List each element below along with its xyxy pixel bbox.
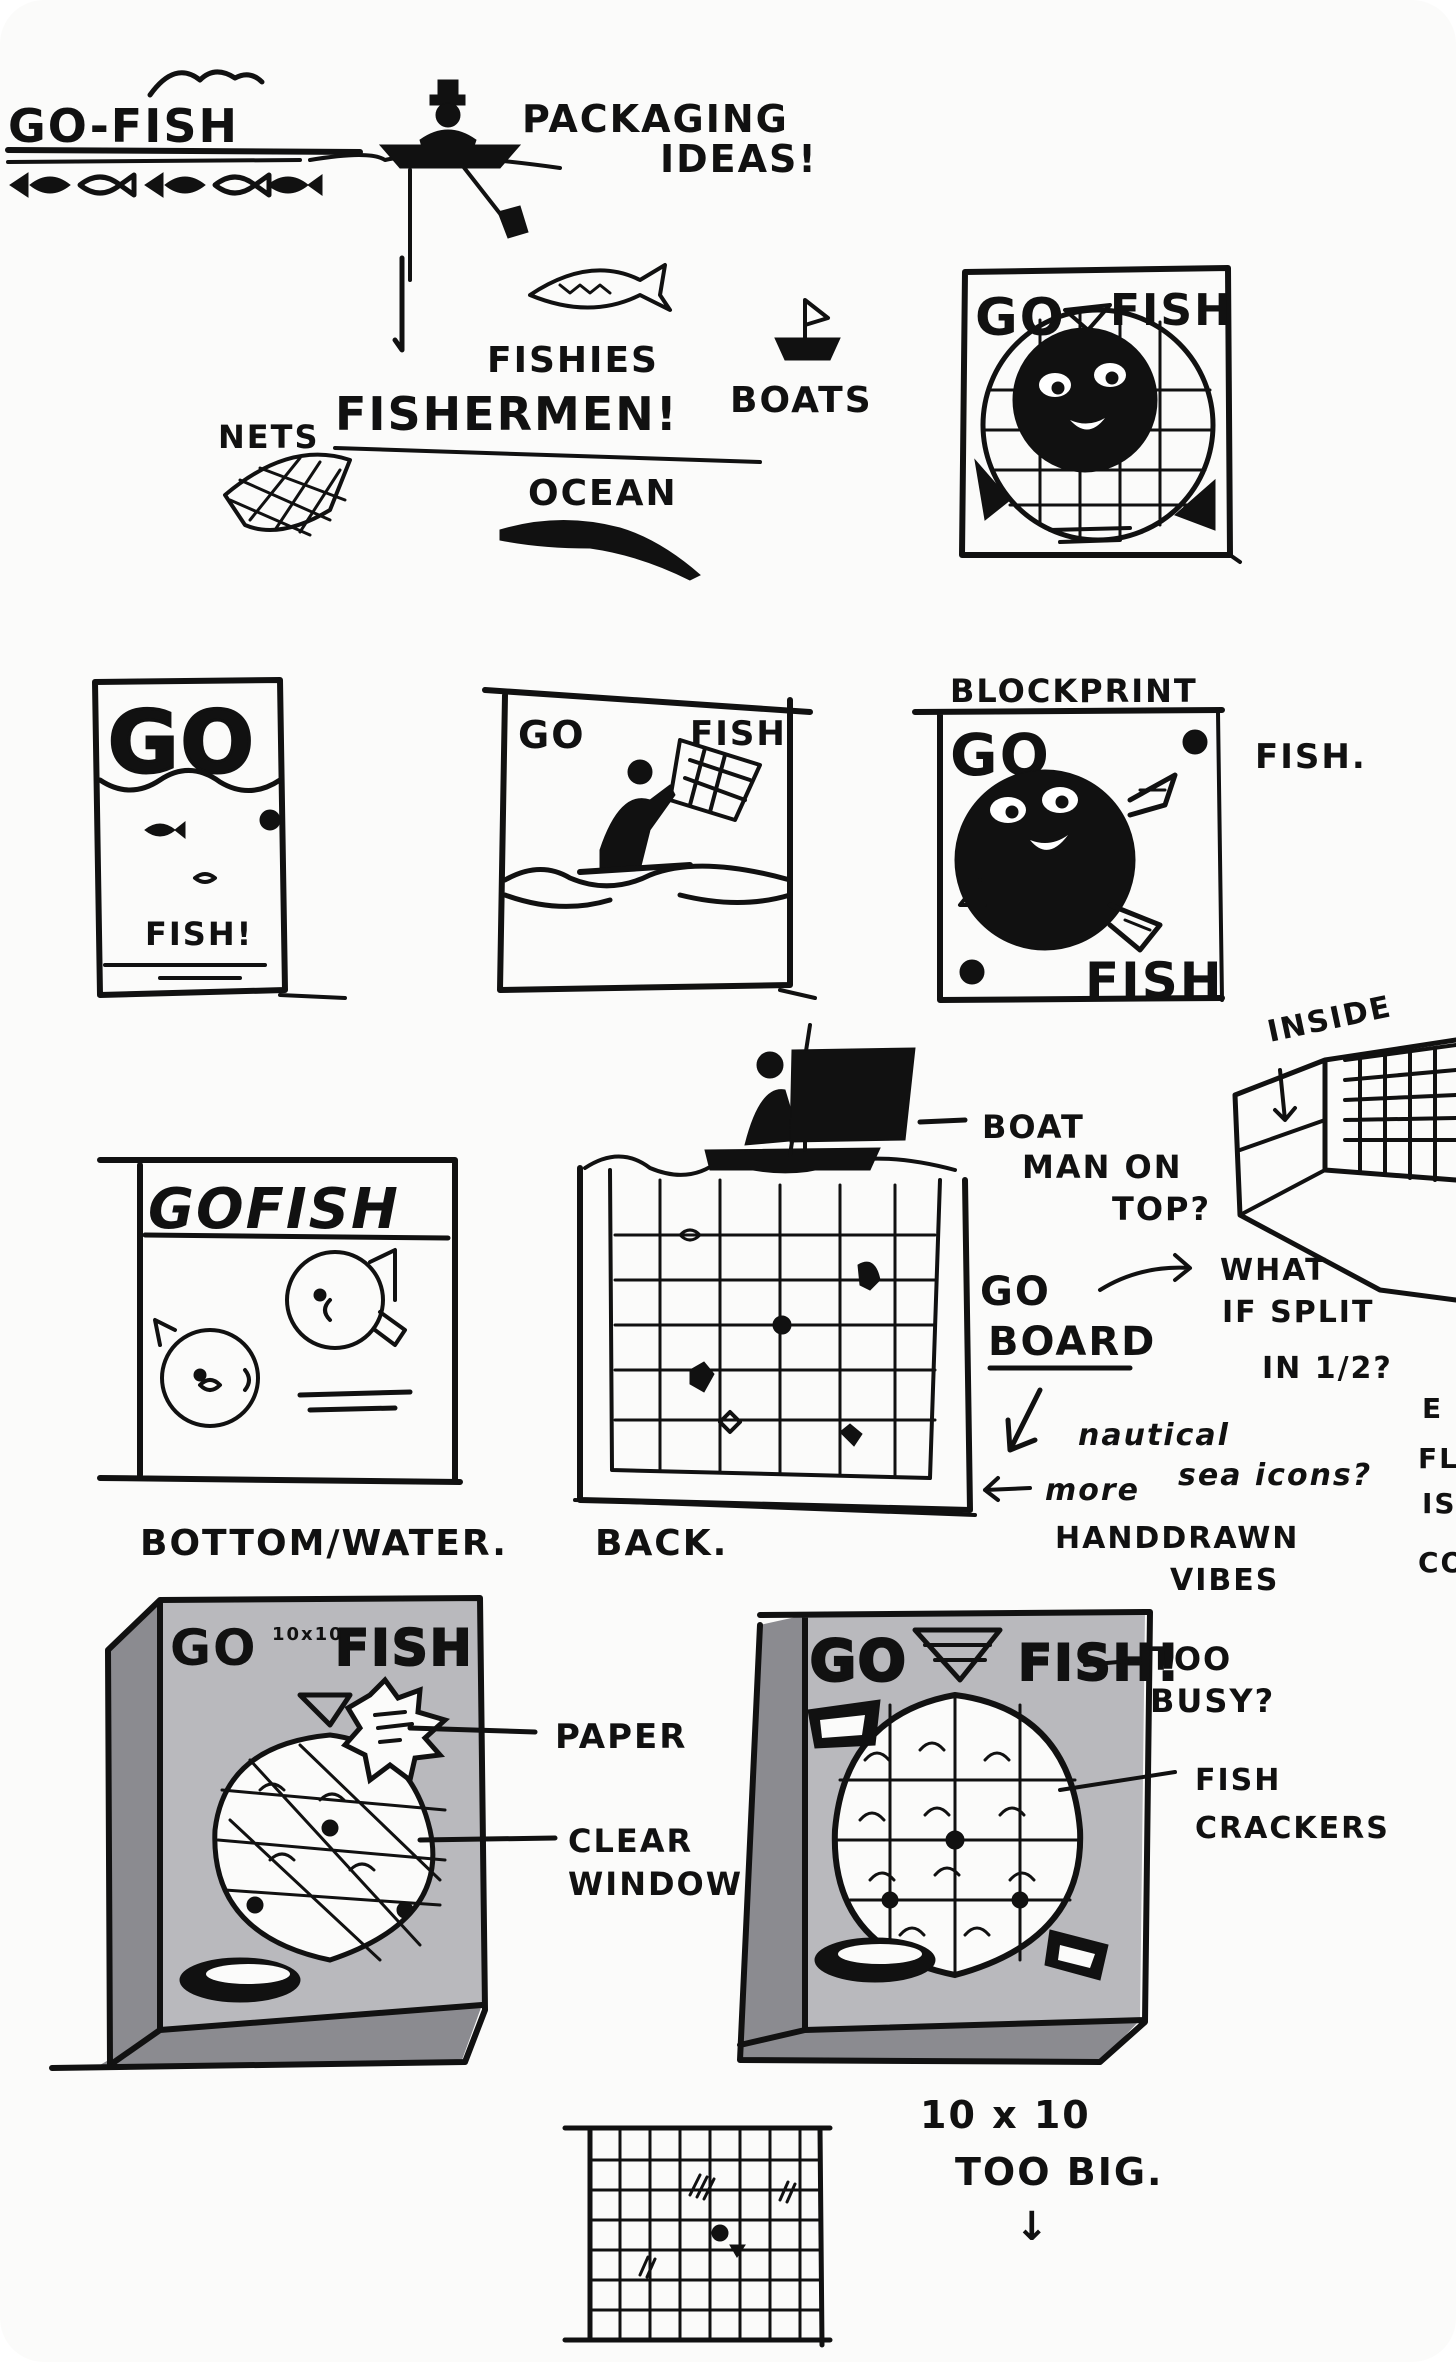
- sketch-box-pufferfish-net: GO FISH: [959, 265, 1242, 564]
- too-busy-line1: TOO: [1150, 1640, 1232, 1678]
- split-line1: WHAT: [1220, 1253, 1328, 1288]
- title-line1: PACKAGING: [522, 97, 789, 141]
- box6-fish: FISH: [335, 1619, 474, 1677]
- go-board-line1: GO: [980, 1269, 1051, 1315]
- size-arrow: ↓: [1015, 2204, 1051, 2250]
- go-board-line2: BOARD: [988, 1319, 1156, 1365]
- fishies-label: FISHIES: [487, 340, 659, 381]
- fish-row-icon: [9, 172, 323, 198]
- crackers-callout-line: [1058, 1770, 1177, 1792]
- busy-callout-line: [1083, 1658, 1142, 1667]
- handdrawn-line2: VIBES: [1170, 1563, 1279, 1598]
- cut-line2: FL: [1418, 1442, 1456, 1475]
- sketch-box-5-go-board: [573, 1023, 977, 1517]
- paper-callout-line: [407, 1725, 538, 1735]
- box5-caption: BACK.: [595, 1523, 728, 1564]
- sketch-box-7-fish-crackers: GO FISH!: [737, 1609, 1180, 2065]
- fishie-icon: [528, 263, 672, 312]
- arrow-down-left-icon: [1005, 1387, 1043, 1453]
- header-logo: GO-FISH: [5, 69, 363, 198]
- ocean-label: OCEAN: [528, 473, 678, 514]
- cut-line1: E: [1422, 1392, 1443, 1425]
- sketch-box-3: GO FISH: [912, 707, 1225, 1010]
- box4-title: GOFISH: [148, 1177, 400, 1242]
- box-topright-fish: FISH: [1110, 285, 1233, 336]
- box1-fish: FISH!: [145, 915, 253, 953]
- boatman-line3: TOP?: [1112, 1190, 1211, 1228]
- box3-fish-bottom: FISH: [1085, 952, 1224, 1010]
- sketch-inside-box: [1232, 1037, 1456, 1303]
- sketch-box-6-clear-window: GO 10x10 FISH: [49, 1595, 488, 2071]
- box6-go: GO: [170, 1619, 258, 1677]
- size-line1: 10 x 10: [920, 2093, 1091, 2137]
- sketch-box-1: GO FISH!: [92, 677, 347, 1000]
- cut-line4: CO: [1418, 1546, 1456, 1579]
- ocean-icon: [499, 520, 701, 581]
- split-line2: IF SPLIT: [1222, 1295, 1374, 1330]
- box6-small: 10x10: [272, 1624, 344, 1645]
- box7-go: GO: [810, 1629, 908, 1694]
- box4-caption: BOTTOM/WATER.: [140, 1523, 508, 1564]
- too-busy-line2: BUSY?: [1150, 1682, 1275, 1720]
- nautical-line2: sea icons?: [1178, 1458, 1372, 1493]
- callout-line: [917, 1117, 968, 1125]
- inside-label: INSIDE: [1264, 989, 1395, 1050]
- clear-line1: CLEAR: [568, 1822, 693, 1860]
- boatman-line1: BOAT: [982, 1108, 1085, 1146]
- fishermen-label: FISHERMEN!: [335, 387, 679, 441]
- arrow-right-icon: [1098, 1253, 1192, 1292]
- crackers-line2: CRACKERS: [1195, 1811, 1390, 1846]
- arrow-left-icon: [983, 1476, 1032, 1502]
- fisherman-icon: [308, 79, 562, 353]
- box2-go: GO: [518, 713, 586, 757]
- crackers-line1: FISH: [1195, 1763, 1281, 1798]
- handdrawn-line1: HANDDRAWN: [1055, 1521, 1299, 1556]
- net-icon: [223, 452, 352, 537]
- box1-go: GO: [108, 693, 256, 793]
- sketch-box-4: GOFISH: [97, 1157, 463, 1485]
- paper-label: PAPER: [555, 1717, 687, 1757]
- window-callout-line: [417, 1835, 558, 1843]
- boats-label: BOATS: [730, 380, 873, 421]
- logo-text: GO-FISH: [8, 99, 239, 153]
- nautical-line1: nautical: [1078, 1418, 1230, 1453]
- split-line3: IN 1/2?: [1262, 1351, 1393, 1386]
- blockprint-label: BLOCKPRINT: [950, 672, 1198, 710]
- boatman-line2: MAN ON: [1022, 1148, 1183, 1186]
- cut-line3: IS: [1422, 1487, 1456, 1520]
- size-line2: TOO BIG.: [955, 2150, 1164, 2194]
- nets-label: NETS: [218, 418, 320, 456]
- more-label: more: [1045, 1473, 1140, 1508]
- boat-icon: [774, 298, 841, 361]
- box3-fish-side: FISH.: [1255, 737, 1367, 777]
- sketch-small-grid: [562, 2125, 833, 2348]
- sketch-box-2: GO FISH: [482, 687, 817, 1000]
- clear-line2: WINDOW: [568, 1865, 743, 1903]
- title-line2: IDEAS!: [660, 137, 818, 181]
